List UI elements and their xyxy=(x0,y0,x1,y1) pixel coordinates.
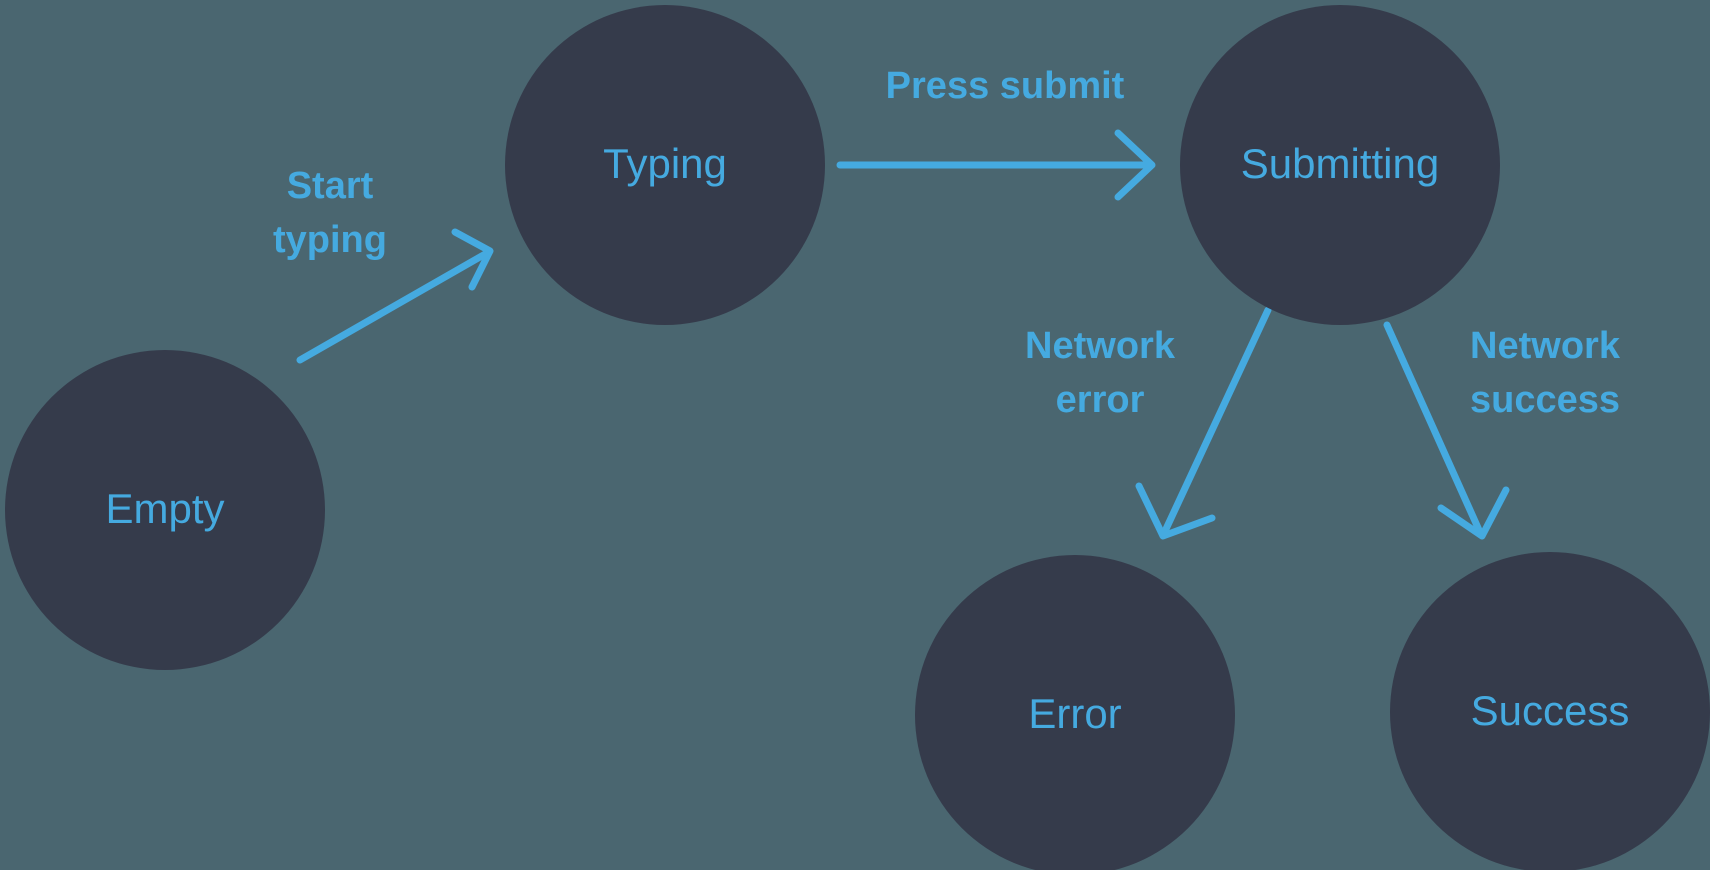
state-label-submitting: Submitting xyxy=(1241,140,1439,187)
arrowhead-icon-start-typing xyxy=(451,228,494,291)
transition-start-typing xyxy=(296,228,494,364)
transition-label-line-network-error-1: error xyxy=(1056,379,1145,421)
transition-network-success xyxy=(1383,321,1510,540)
state-circle-typing[interactable] xyxy=(505,5,825,325)
transition-label-line-network-success-1: success xyxy=(1470,379,1620,421)
state-circle-success[interactable] xyxy=(1390,552,1710,870)
transition-label-start-typing: Start typing xyxy=(273,165,387,261)
transition-label-network-error: Network error xyxy=(1025,325,1176,421)
state-node-success[interactable]: Success xyxy=(1390,552,1710,870)
arrowhead-icon-network-error xyxy=(1135,482,1216,540)
state-label-empty: Empty xyxy=(105,485,224,532)
transition-press-submit xyxy=(836,129,1156,201)
arrowhead-icon-press-submit xyxy=(1114,129,1156,201)
state-circle-submitting[interactable] xyxy=(1180,5,1500,325)
transition-label-line-press-submit-0: Press submit xyxy=(886,65,1125,107)
transition-line-network-error xyxy=(1162,306,1272,533)
state-node-error[interactable]: Error xyxy=(915,555,1235,870)
state-node-submitting[interactable]: Submitting xyxy=(1180,5,1500,325)
state-node-empty[interactable]: Empty xyxy=(5,350,325,670)
transitions-layer xyxy=(296,129,1510,540)
state-circle-empty[interactable] xyxy=(5,350,325,670)
state-label-success: Success xyxy=(1471,687,1630,734)
transition-network-error xyxy=(1135,306,1272,540)
transition-label-network-success: Network success xyxy=(1470,325,1621,421)
state-circle-error[interactable] xyxy=(915,555,1235,870)
transition-line-network-success xyxy=(1383,321,1483,534)
state-node-typing[interactable]: Typing xyxy=(505,5,825,325)
state-label-error: Error xyxy=(1028,690,1121,737)
transition-label-line-start-typing-0: Start xyxy=(287,165,374,207)
transition-line-start-typing xyxy=(296,249,491,364)
state-label-typing: Typing xyxy=(603,140,727,187)
transition-label-line-network-success-0: Network xyxy=(1470,325,1621,367)
transition-label-press-submit: Press submit xyxy=(886,65,1125,107)
arrowhead-icon-network-success xyxy=(1437,486,1510,540)
transition-label-line-network-error-0: Network xyxy=(1025,325,1176,367)
transition-label-line-start-typing-1: typing xyxy=(273,219,387,261)
